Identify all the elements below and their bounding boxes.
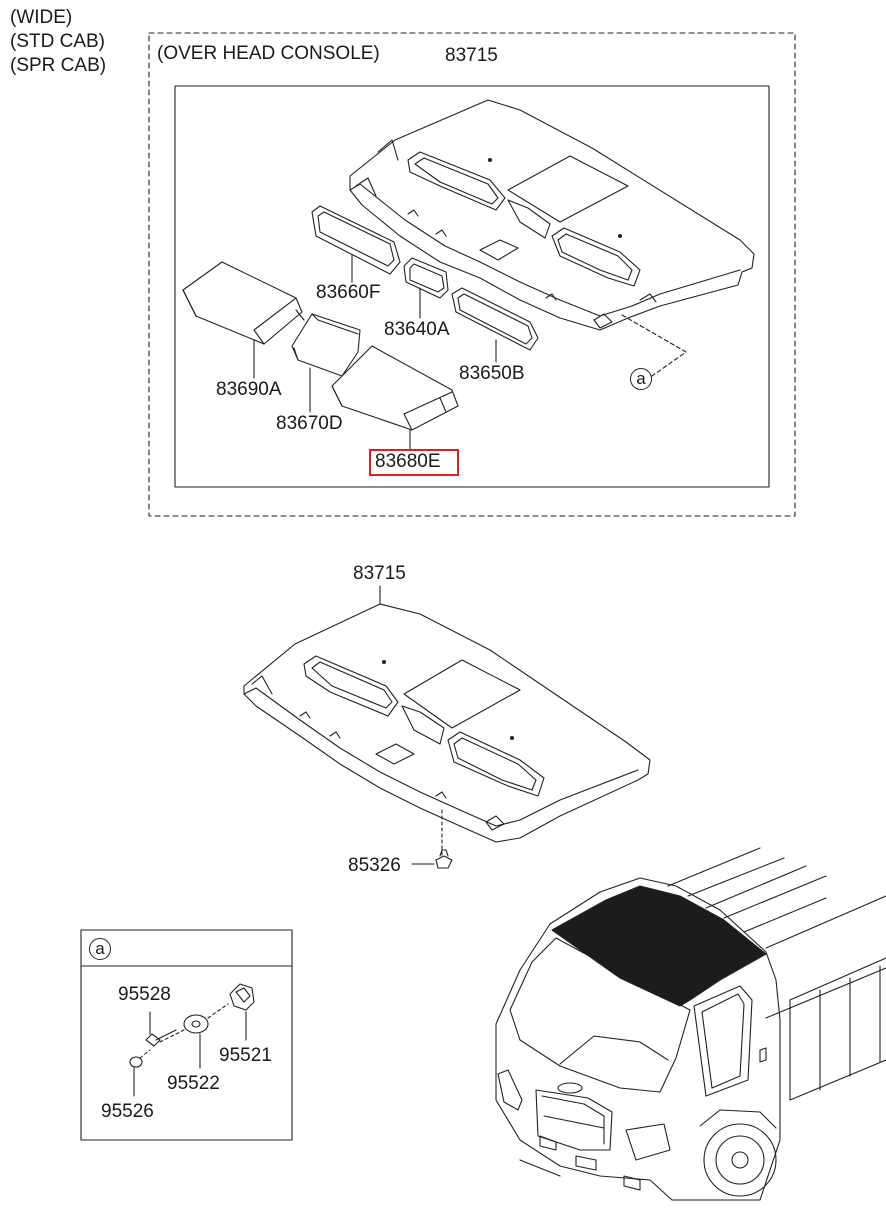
part-label-95522[interactable]: 95522 <box>167 1073 220 1094</box>
part-label-83715-bottom[interactable]: 83715 <box>353 563 406 584</box>
part-83640A-drawing <box>403 257 449 299</box>
variant-label-spr-cab: (SPR CAB) <box>10 55 107 76</box>
variant-label-std-cab: (STD CAB) <box>10 31 105 52</box>
truck-drawing <box>495 847 886 1201</box>
part-label-83670D[interactable]: 83670D <box>276 413 343 434</box>
part-label-95528[interactable]: 95528 <box>118 984 171 1005</box>
part-83650B-drawing <box>451 287 539 351</box>
headlining-bottom-drawing <box>243 603 651 843</box>
part-label-95526[interactable]: 95526 <box>101 1101 154 1122</box>
part-label-83650B[interactable]: 83650B <box>459 363 525 384</box>
variant-label-wide: (WIDE) <box>10 7 73 28</box>
truck-roof-headlining-highlight <box>551 885 767 1007</box>
console-group-title: (OVER HEAD CONSOLE) <box>157 43 380 64</box>
detail-box-a <box>80 929 293 1141</box>
ref-marker-a-detail: a <box>89 938 111 960</box>
console-group-dashed-box <box>148 32 796 517</box>
part-85326-drawing <box>435 849 453 869</box>
headlining-top-drawing <box>349 99 755 331</box>
highlight-box-83680E <box>369 449 459 476</box>
part-83680E-drawing <box>331 345 459 431</box>
console-inner-frame <box>174 85 770 488</box>
part-83660F-drawing <box>311 205 401 275</box>
part-83670D-drawing <box>291 313 361 377</box>
part-label-83640A[interactable]: 83640A <box>384 319 450 340</box>
part-83690A-drawing <box>182 261 305 345</box>
part-label-85326[interactable]: 85326 <box>348 855 401 876</box>
ref-marker-a-top: a <box>630 368 652 390</box>
part-label-83660F[interactable]: 83660F <box>316 282 381 303</box>
part-label-83680E[interactable]: 83680E <box>375 451 441 472</box>
part-label-95521[interactable]: 95521 <box>219 1045 272 1066</box>
part-label-83690A[interactable]: 83690A <box>216 379 282 400</box>
fastener-assembly-drawing <box>129 983 255 1068</box>
part-label-83715-top[interactable]: 83715 <box>445 45 498 66</box>
